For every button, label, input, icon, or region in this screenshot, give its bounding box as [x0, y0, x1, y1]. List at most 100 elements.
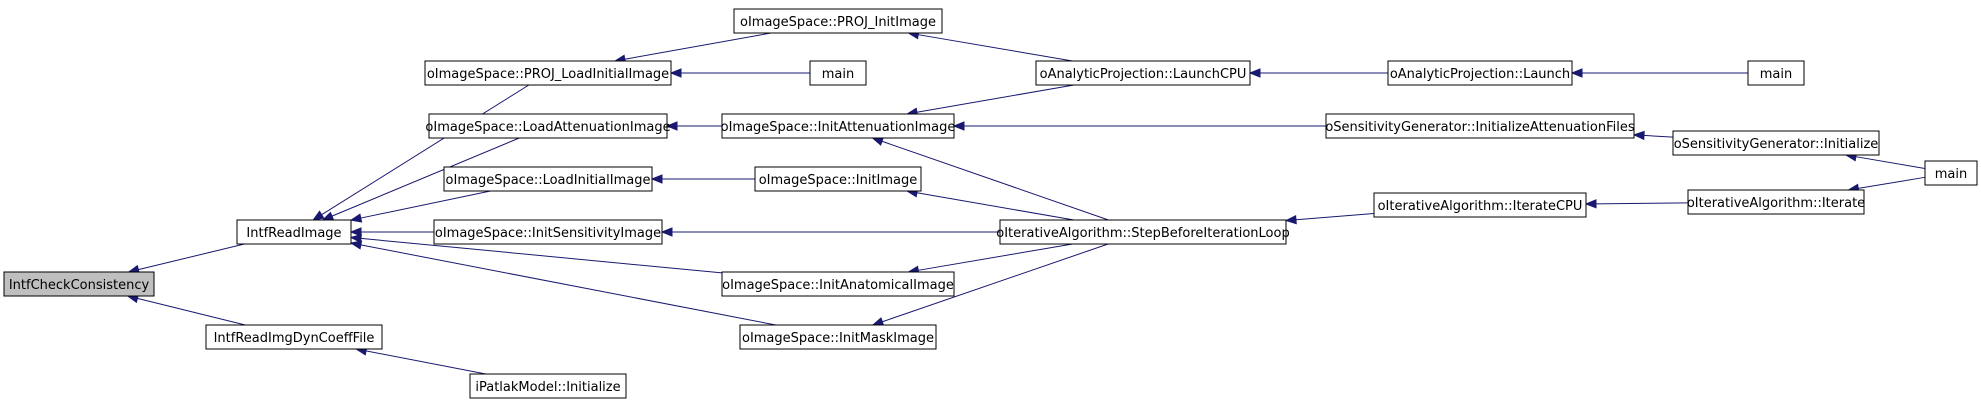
node-label: IntfReadImgDynCoeffFile — [214, 331, 375, 346]
edge-line — [360, 190, 491, 219]
node-label: oIterativeAlgorithm::StepBeforeIteration… — [996, 226, 1289, 241]
node-label: oImageSpace::InitImage — [759, 173, 918, 188]
node-analytic-projection-launch[interactable]: oAnalyticProjection::Launch — [1387, 60, 1573, 86]
call-edge-n_load_init-to-n_readimage — [349, 190, 491, 223]
node-label: oImageSpace::InitAttenuationImage — [721, 120, 956, 135]
edge-arrowhead — [952, 121, 965, 131]
node-label: oImageSpace::InitMaskImage — [742, 331, 934, 346]
edge-line — [137, 297, 246, 326]
call-edge-n_step-to-n_init_image — [905, 188, 1075, 221]
node-label: oImageSpace::InitAnatomicalImage — [722, 278, 954, 293]
node-intf-read-img-dyn-coeff-file[interactable]: IntfReadImgDynCoeffFile — [205, 324, 383, 350]
node-label: oImageSpace::InitSensitivityImage — [435, 226, 661, 241]
node-init-mask-image[interactable]: oImageSpace::InitMaskImage — [739, 324, 937, 350]
edge-arrowhead — [871, 136, 885, 146]
node-init-sensitivity-image[interactable]: oImageSpace::InitSensitivityImage — [433, 219, 663, 245]
node-label: oImageSpace::PROJ_InitImage — [740, 15, 936, 30]
edge-arrowhead — [1584, 199, 1597, 209]
call-edge-n_init_image-to-n_load_init — [650, 174, 755, 184]
node-init-image[interactable]: oImageSpace::InitImage — [754, 166, 922, 192]
node-label: oImageSpace::PROJ_LoadInitialImage — [427, 67, 669, 82]
call-edge-n_step-to-n_init_sens — [660, 227, 1000, 237]
edge-arrowhead — [665, 121, 678, 131]
edge-line — [321, 84, 530, 216]
call-edge-n_iter_cpu-to-n_step — [1284, 212, 1375, 225]
edge-arrowhead — [1570, 68, 1583, 78]
node-label: oIterativeAlgorithm::IterateCPU — [1378, 199, 1583, 214]
edge-line — [1295, 212, 1375, 221]
edge-line — [365, 350, 486, 375]
node-label: oAnalyticProjection::LaunchCPU — [1040, 67, 1247, 82]
call-edge-n_readimage-to-n_check — [127, 243, 245, 275]
edge-line — [1595, 202, 1689, 205]
edge-arrowhead — [871, 317, 885, 327]
node-init-attenuation-image[interactable]: oImageSpace::InitAttenuationImage — [721, 113, 956, 139]
edge-arrowhead — [660, 227, 673, 237]
call-edge-n_launch-to-n_launch_cpu — [1248, 68, 1388, 78]
edge-arrowhead — [1284, 214, 1297, 225]
node-init-anatomical-image[interactable]: oImageSpace::InitAnatomicalImage — [721, 271, 955, 297]
call-edge-n_step-to-n_init_att — [871, 136, 1109, 221]
call-edge-n_launch_cpu-to-n_proj_init — [907, 30, 1073, 62]
edge-line — [881, 140, 1109, 221]
edge-line — [360, 237, 723, 274]
node-label: iPatlakModel::Initialize — [475, 380, 620, 395]
call-edge-n_patlak-to-n_readdyn — [354, 346, 486, 375]
edge-line — [916, 192, 1075, 221]
node-label: oAnalyticProjection::Launch — [1390, 67, 1570, 82]
call-edge-n_main2-to-n_launch — [1570, 68, 1748, 78]
node-sensitivity-generator-initialize[interactable]: oSensitivityGenerator::Initialize — [1672, 130, 1880, 156]
edge-arrowhead — [650, 174, 663, 184]
node-patlak-model-initialize[interactable]: iPatlakModel::Initialize — [469, 373, 627, 399]
node-step-before-iteration-loop[interactable]: oIterativeAlgorithm::StepBeforeIteration… — [996, 219, 1290, 245]
edge-line — [918, 243, 1073, 271]
call-edge-n_sens_init-to-n_sens_att — [1632, 130, 1674, 141]
call-edge-n_proj_load-to-n_readimage — [312, 84, 530, 221]
node-label: main — [822, 67, 854, 82]
node-load-attenuation-image[interactable]: oImageSpace::LoadAttenuationImage — [425, 113, 671, 139]
call-edge-n_step-to-n_init_anat — [907, 243, 1073, 275]
edge-arrowhead — [1248, 68, 1261, 78]
node-intf-check-consistency[interactable]: IntfCheckConsistency — [3, 271, 155, 297]
edge-arrowhead — [321, 211, 335, 221]
node-load-initial-image[interactable]: oImageSpace::LoadInitialImage — [443, 166, 653, 192]
node-label: IntfCheckConsistency — [9, 278, 150, 293]
node-main[interactable]: main — [1924, 160, 1978, 186]
node-sensitivity-initialize-attenuation-files[interactable]: oSensitivityGenerator::InitializeAttenua… — [1325, 113, 1635, 139]
call-edge-n_init_anat-to-n_readimage — [349, 233, 723, 274]
node-proj-init-image[interactable]: oImageSpace::PROJ_InitImage — [733, 8, 943, 34]
edge-line — [1855, 156, 1926, 170]
call-edge-n_iter-to-n_iter_cpu — [1584, 199, 1689, 209]
node-proj-load-initial-image[interactable]: oImageSpace::PROJ_LoadInitialImage — [424, 60, 672, 86]
node-main[interactable]: main — [1747, 60, 1805, 86]
edge-arrowhead — [349, 233, 362, 244]
call-edge-n_init_sens-to-n_readimage — [349, 227, 435, 237]
call-edge-n_init_att-to-n_load_att — [665, 121, 722, 131]
edge-arrowhead — [669, 68, 682, 78]
edge-line — [918, 34, 1073, 62]
call-edge-n_proj_init-to-n_proj_load — [613, 32, 772, 64]
node-intf-read-image[interactable]: IntfReadImage — [236, 219, 352, 245]
node-analytic-projection-launch-cpu[interactable]: oAnalyticProjection::LaunchCPU — [1035, 60, 1251, 86]
edge-line — [331, 137, 520, 217]
edge-arrowhead — [349, 213, 363, 223]
edge-line — [624, 32, 772, 60]
edge-arrowhead — [349, 227, 362, 237]
edge-line — [1643, 134, 1674, 138]
node-label: oImageSpace::LoadInitialImage — [446, 173, 651, 188]
edge-line — [1858, 176, 1926, 189]
node-label: oIterativeAlgorithm::Iterate — [1687, 196, 1865, 211]
call-edge-n_launch_cpu-to-n_init_att — [905, 84, 1075, 117]
edge-line — [138, 243, 245, 271]
edge-line — [360, 244, 776, 326]
node-iterative-algorithm-iterate-cpu[interactable]: oIterativeAlgorithm::IterateCPU — [1373, 192, 1587, 218]
node-label: main — [1935, 167, 1967, 182]
call-edges — [126, 30, 1926, 375]
node-label: oSensitivityGenerator::Initialize — [1674, 137, 1879, 152]
edge-line — [882, 243, 1109, 323]
node-iterative-algorithm-iterate[interactable]: oIterativeAlgorithm::Iterate — [1687, 189, 1865, 215]
node-main[interactable]: main — [809, 60, 867, 86]
call-edge-n_sens_att-to-n_init_att — [952, 121, 1326, 131]
node-label: IntfReadImage — [246, 226, 341, 241]
